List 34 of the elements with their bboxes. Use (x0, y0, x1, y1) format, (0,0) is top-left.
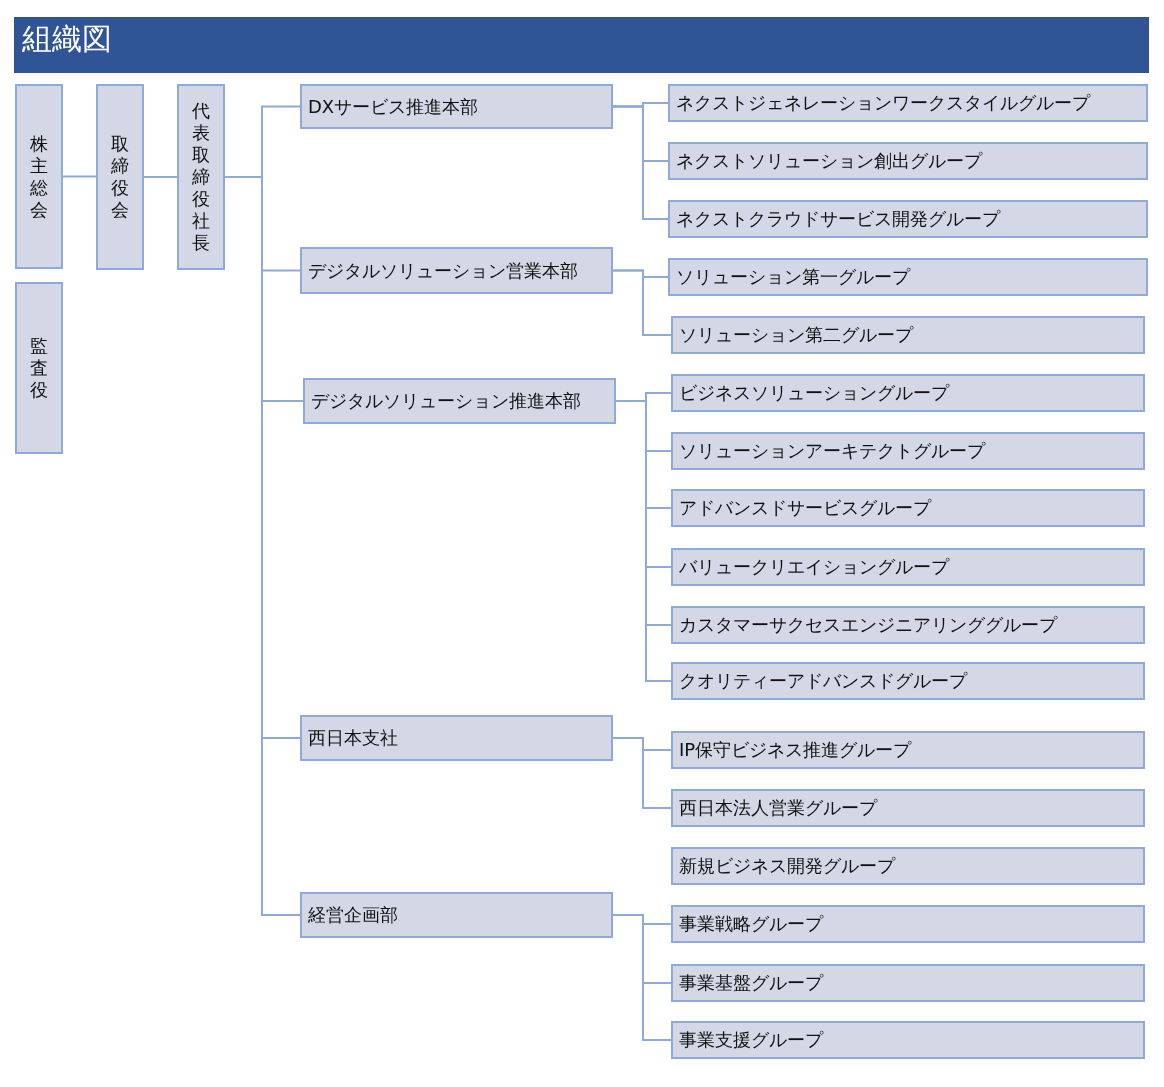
org-box: アドバンスドサービスグループ (671, 489, 1145, 527)
org-box: 西日本法人営業グループ (671, 789, 1145, 827)
org-box: ソリューションアーキテクトグループ (671, 432, 1145, 470)
org-box: カスタマーサクセスエンジニアリンググループ (671, 606, 1145, 644)
connector-line (143, 176, 178, 178)
org-box: ビジネスソリューショングループ (671, 374, 1145, 412)
org-box: ネクストジェネレーションワークスタイルグループ (668, 84, 1148, 122)
org-box: 事業基盤グループ (671, 964, 1145, 1002)
connector-line (612, 269, 672, 336)
org-box: ソリューション第一グループ (668, 258, 1148, 296)
org-box: 代表取締役社長 (177, 84, 225, 270)
org-box: 事業支援グループ (671, 1021, 1145, 1059)
org-box: デジタルソリューション推進本部 (303, 378, 616, 424)
org-box: バリュークリエイショングループ (671, 548, 1145, 586)
title-bar: 組織図 (14, 17, 1149, 73)
connector-line (612, 914, 672, 1041)
org-box: 取締役会 (96, 84, 144, 270)
connector-line (615, 400, 672, 682)
org-box: ネクストクラウドサービス開発グループ (668, 200, 1148, 238)
connector-line (62, 175, 97, 178)
org-box: ネクストソリューション創出グループ (668, 142, 1148, 180)
connector-line (612, 105, 669, 220)
org-box: 株主総会 (15, 84, 63, 269)
org-box: IP保守ビジネス推進グループ (671, 731, 1145, 769)
org-box: DXサービス推進本部 (300, 84, 613, 129)
org-box: クオリティーアドバンスドグループ (671, 662, 1145, 700)
org-box: 監査役 (15, 282, 63, 454)
org-box: デジタルソリューション営業本部 (300, 247, 613, 294)
org-box: ソリューション第二グループ (671, 316, 1145, 354)
org-box: 新規ビジネス開発グループ (671, 847, 1145, 885)
org-box: 経営企画部 (300, 892, 613, 938)
org-box: 西日本支社 (300, 715, 613, 761)
org-box: 事業戦略グループ (671, 905, 1145, 943)
connector-line (612, 737, 672, 809)
